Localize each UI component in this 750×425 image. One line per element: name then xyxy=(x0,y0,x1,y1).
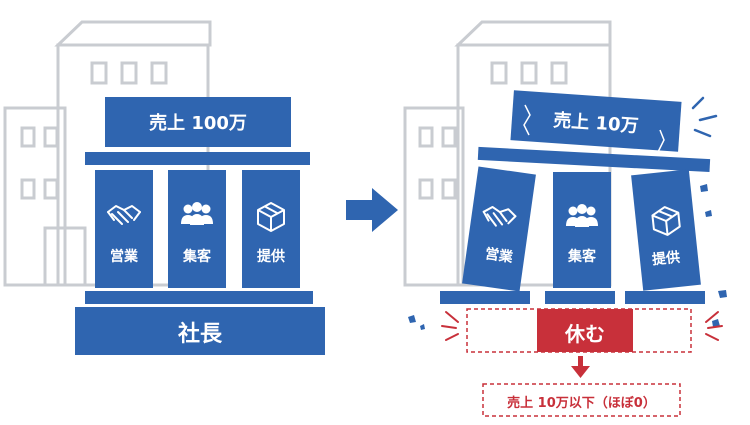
left-step xyxy=(85,291,313,304)
shake-lines xyxy=(691,96,718,138)
result-box xyxy=(482,383,681,417)
alert-lines-left xyxy=(441,311,459,341)
left-temple xyxy=(75,97,325,355)
right-building-outline xyxy=(403,20,612,287)
transition-arrow xyxy=(346,188,398,232)
alert-lines-right xyxy=(705,311,723,341)
left-column-1 xyxy=(95,170,153,288)
result-label: 売上 10万以下（ほぼ0） xyxy=(507,396,656,411)
right-step-left xyxy=(440,291,530,304)
people-icon xyxy=(566,204,598,227)
rest-label: 休む xyxy=(565,322,605,346)
right-temple xyxy=(440,90,711,304)
handshake-icon xyxy=(107,205,141,225)
left-roof-pill xyxy=(105,97,291,147)
down-arrow xyxy=(571,356,590,378)
right-column-label-2: 集客 xyxy=(568,249,596,265)
right-column-1 xyxy=(462,166,536,292)
left-roof-label: 売上 100万 xyxy=(149,113,247,134)
left-column-label-1: 営業 xyxy=(110,249,138,265)
left-base xyxy=(75,307,325,355)
left-beam xyxy=(85,152,310,165)
left-base-label: 社長 xyxy=(177,322,222,347)
left-column-label-3: 提供 xyxy=(257,249,285,265)
left-column-label-2: 集客 xyxy=(183,249,211,265)
box-icon xyxy=(257,202,285,232)
debris xyxy=(408,184,727,330)
left-column-2 xyxy=(168,170,226,288)
right-step-right xyxy=(625,291,705,304)
right-column-3 xyxy=(631,169,701,291)
right-step-mid xyxy=(545,291,615,304)
right-beam xyxy=(477,146,711,173)
right-roof-pill xyxy=(510,90,682,152)
right-column-2 xyxy=(553,172,611,288)
rest-badge xyxy=(537,309,633,352)
box-icon xyxy=(651,206,681,236)
handshake-icon xyxy=(482,205,517,227)
roof-crack xyxy=(523,104,665,153)
people-icon xyxy=(181,202,213,225)
